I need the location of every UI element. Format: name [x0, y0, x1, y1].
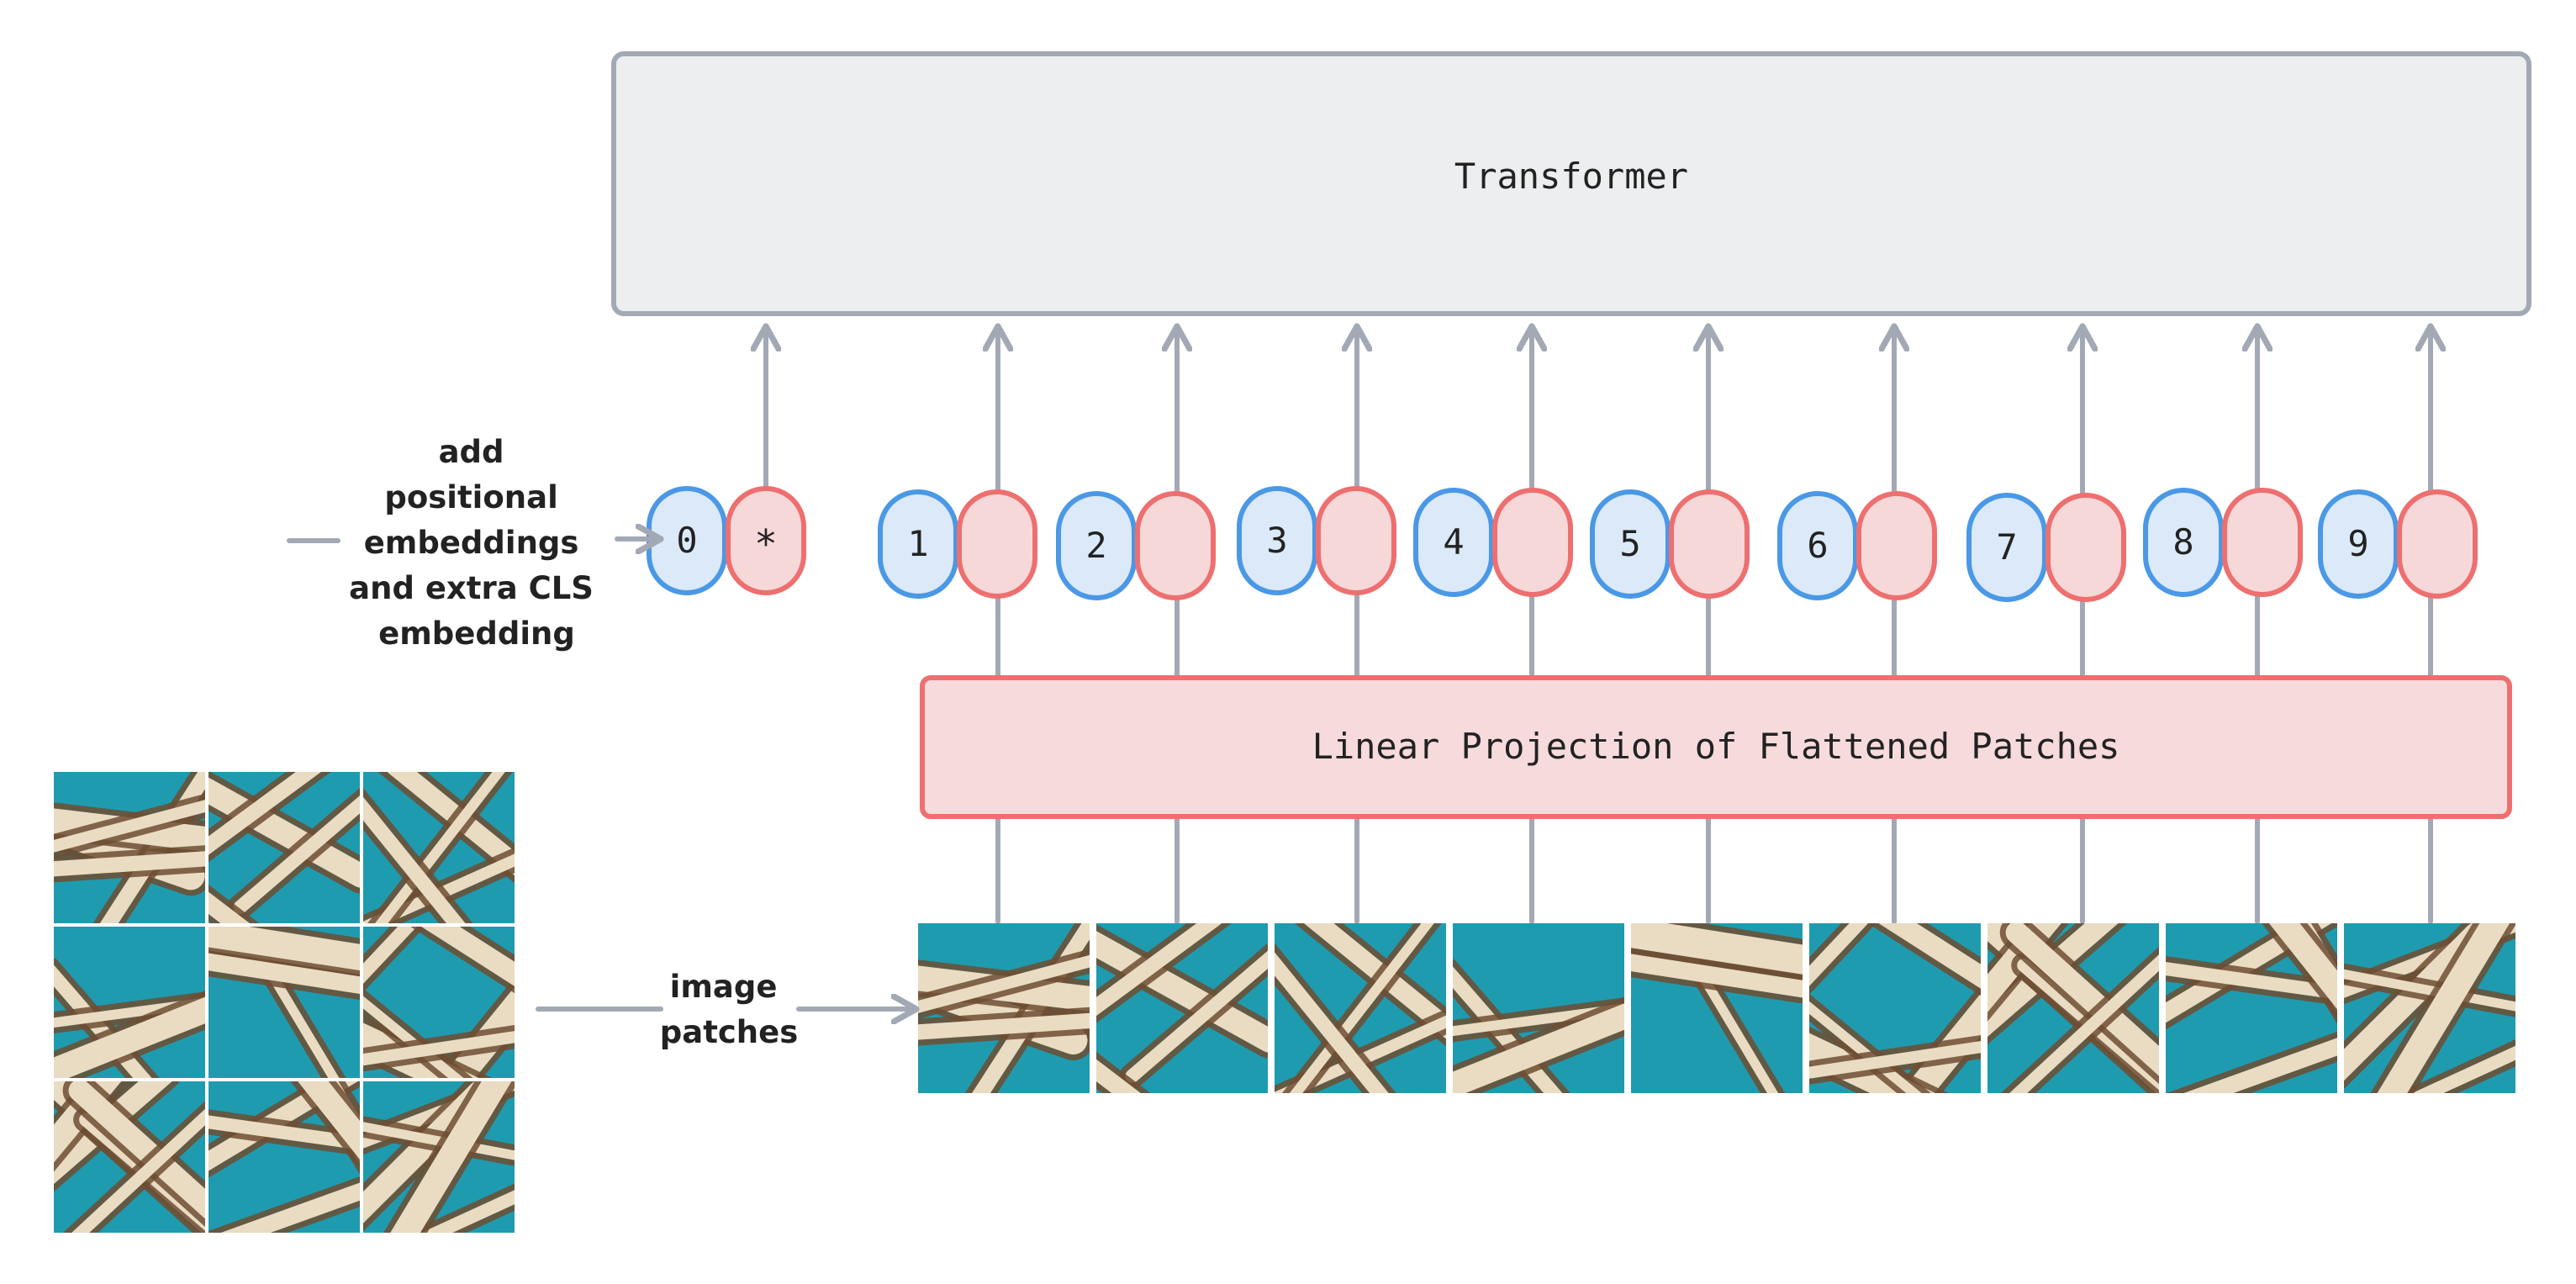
positional-embedding-annotation: add positional embeddings and extra CLS …: [287, 434, 661, 652]
source-patch: [54, 1081, 205, 1233]
position-token: [1056, 491, 1137, 600]
position-token: [1237, 486, 1317, 595]
source-patch: [209, 1081, 360, 1233]
embedding-token: [726, 486, 806, 595]
patches-text: image patches: [660, 969, 799, 1050]
transformer-block: Transformer: [611, 51, 2531, 316]
image-patch: [1096, 923, 1268, 1093]
position-token: [878, 489, 958, 599]
position-label: 6: [1807, 525, 1828, 566]
source-patch: [209, 772, 360, 923]
pos-embed-line: embedding: [378, 616, 575, 652]
embedding-token: [1135, 491, 1216, 600]
position-token: [1413, 488, 1494, 597]
embedding-token: [1316, 486, 1396, 595]
linear-projection-block: Linear Projection of Flattened Patches: [920, 675, 2512, 819]
pos-embed-line: and extra CLS: [349, 570, 594, 606]
source-patch: [209, 927, 360, 1078]
embedding-token: [957, 489, 1037, 599]
position-label: 9: [2347, 523, 2368, 564]
token-pair: 2: [1056, 491, 1216, 600]
pos-embed-line: add: [439, 434, 504, 470]
embedding-token: [2222, 488, 2303, 597]
image-patch: [918, 923, 1090, 1093]
source-patch: [54, 772, 205, 923]
image-patch: [1275, 923, 1446, 1093]
position-token: [2143, 488, 2224, 597]
position-token: [2318, 489, 2399, 599]
token-pair: 8: [2143, 488, 2303, 597]
source-patch: [363, 927, 515, 1078]
token-pair: 0*: [647, 486, 806, 595]
patches-line: image: [670, 969, 778, 1005]
source-patch: [363, 772, 515, 923]
position-token: [1966, 493, 2047, 602]
token-pair: 5: [1590, 489, 1750, 599]
image-patch: [1453, 923, 1624, 1093]
position-label: 4: [1443, 521, 1464, 563]
embedding-label: *: [754, 521, 778, 567]
patches-line: patches: [660, 1014, 799, 1050]
pos-embed-text: add positional embeddings and extra CLS …: [349, 434, 604, 652]
position-token: [1777, 491, 1858, 600]
source-image-grid: [54, 772, 515, 1233]
token-pair: 6: [1777, 491, 1937, 600]
source-patch: [54, 927, 205, 1078]
embedding-token: [1856, 491, 1937, 600]
image-patch: [2166, 923, 2337, 1093]
pos-embed-line: positional: [384, 479, 557, 515]
position-label: 2: [1085, 525, 1106, 566]
image-patch: [1631, 923, 1803, 1093]
token-pair: 1: [878, 489, 1037, 599]
embedding-token: [2397, 489, 2478, 599]
arrow-layer: [766, 326, 2431, 924]
position-label: 8: [2172, 521, 2193, 563]
embedding-token: [1669, 489, 1750, 599]
image-patches-annotation: image patches: [536, 969, 916, 1050]
position-label: 3: [1266, 520, 1287, 561]
embedding-token: [1492, 488, 1573, 597]
projection-label: Linear Projection of Flattened Patches: [1312, 726, 2120, 767]
position-token: [1590, 489, 1671, 599]
position-label: 5: [1619, 523, 1640, 564]
token-pair: 4: [1413, 488, 1573, 597]
pos-embed-line: embeddings: [364, 525, 579, 561]
token-pair: 7: [1966, 493, 2126, 602]
token-pair: 3: [1237, 486, 1396, 595]
source-patch: [363, 1081, 515, 1233]
transformer-label: Transformer: [1454, 156, 1688, 197]
patch-row: [918, 923, 2515, 1093]
token-pair: 9: [2318, 489, 2478, 599]
position-label: 7: [1996, 526, 2017, 568]
image-patch: [1987, 923, 2159, 1093]
position-label: 0: [676, 520, 697, 561]
embedding-token: [2045, 493, 2126, 602]
image-patch: [2344, 923, 2515, 1093]
position-label: 1: [907, 523, 928, 564]
image-patch: [1809, 923, 1981, 1093]
